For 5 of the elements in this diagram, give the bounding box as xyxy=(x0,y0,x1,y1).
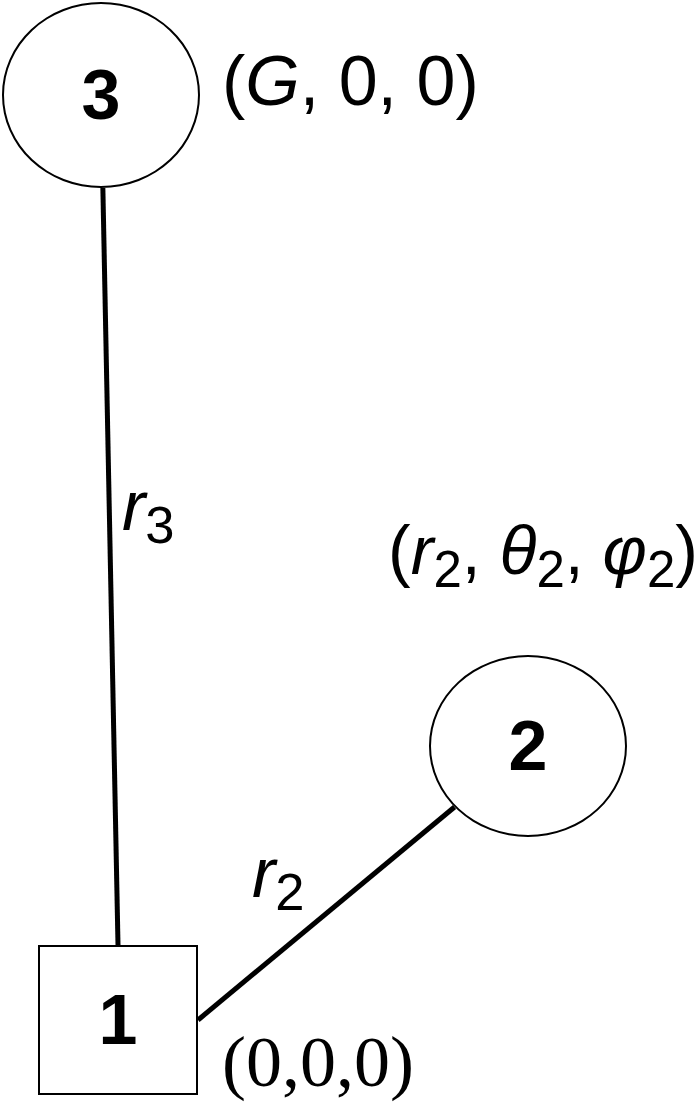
node-number: 2 xyxy=(508,711,548,781)
square-node xyxy=(38,945,198,1095)
node-number: 1 xyxy=(98,985,138,1055)
node-number: 3 xyxy=(81,60,121,130)
connector-line xyxy=(100,187,121,946)
